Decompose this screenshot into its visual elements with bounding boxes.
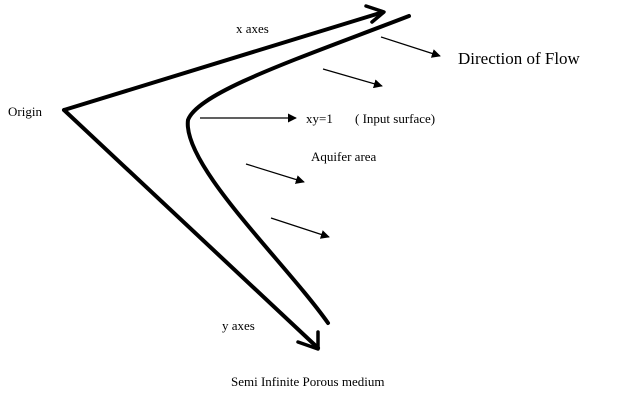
input-surface-label: ( Input surface) bbox=[355, 111, 436, 126]
aquifer-area-label: Aquifer area bbox=[311, 149, 377, 164]
porous-medium-caption: Semi Infinite Porous medium bbox=[231, 374, 385, 389]
xy-equation-label: xy=1 bbox=[306, 111, 333, 126]
y-axis-line bbox=[62, 108, 320, 350]
flow-arrow bbox=[322, 68, 383, 89]
hyperbola-curve bbox=[185, 14, 411, 325]
y-axis-label: y axes bbox=[222, 318, 255, 333]
origin-label: Origin bbox=[8, 104, 42, 119]
y-axis-arrowhead bbox=[296, 330, 320, 351]
flow-arrow bbox=[380, 36, 441, 58]
x-axis-line bbox=[62, 11, 382, 112]
flow-arrow bbox=[270, 217, 330, 239]
x-axis-label: x axes bbox=[236, 21, 269, 36]
x-axis-arrowhead bbox=[364, 4, 386, 24]
flow-arrow bbox=[245, 163, 305, 184]
direction-of-flow-label: Direction of Flow bbox=[458, 49, 580, 68]
